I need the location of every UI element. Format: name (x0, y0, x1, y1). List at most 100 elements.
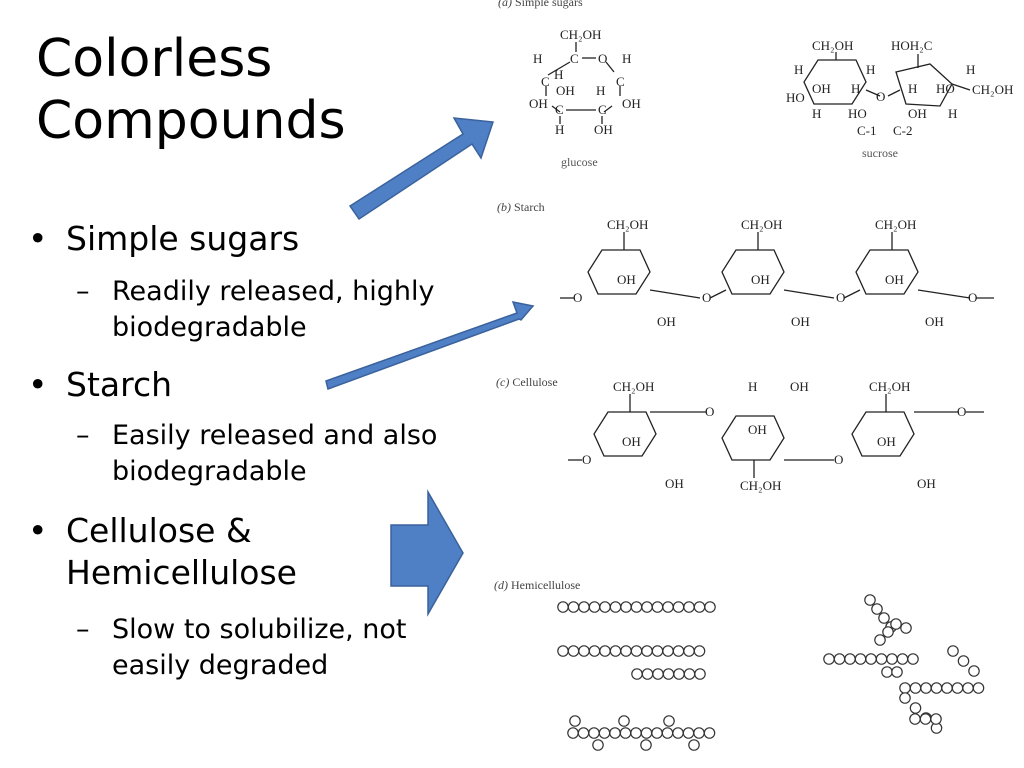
cellulose-atoms: CH₂OH CH₂OH H OH O O O O OH OH OH OH CH₂… (582, 379, 966, 493)
svg-text:CH₂OH: CH₂OH (740, 478, 781, 493)
svg-text:OH: OH (594, 122, 613, 137)
panel-b-label: (b) Starch (497, 200, 545, 214)
hemicellulose-bead (619, 727, 632, 739)
hemicellulose-bead (693, 601, 706, 613)
hemicellulose-bead (886, 653, 898, 665)
svg-text:O: O (702, 290, 711, 305)
svg-text:OH: OH (622, 96, 641, 111)
glucose-structure (545, 42, 621, 124)
hemicellulose-bead (640, 739, 652, 751)
svg-text:H: H (948, 106, 957, 121)
hemicellulose-bead (682, 727, 695, 739)
svg-text:O: O (876, 89, 885, 104)
hemicellulose-bead (588, 727, 600, 739)
svg-text:C: C (541, 74, 550, 89)
hemicellulose-bead (651, 645, 664, 657)
hemicellulose-bead (683, 668, 696, 680)
hemicellulose-bead (919, 713, 932, 725)
hemicellulose-chains (557, 594, 985, 751)
bullet-icon: • (28, 365, 48, 404)
hemicellulose-bead (620, 645, 632, 657)
hemicellulose-bead (578, 601, 590, 613)
hemicellulose-bead (662, 645, 674, 657)
hemicellulose-bead (641, 668, 654, 680)
glucose-atoms: CH₂OH C O H H C C H OH H OH OH C C H OH (529, 27, 641, 137)
hemicellulose-bead (569, 715, 581, 727)
hemicellulose-bead (567, 727, 579, 739)
hemicellulose-bead (588, 601, 601, 613)
arrow-to-cellulose (390, 489, 464, 617)
bullet-icon: • (28, 219, 48, 258)
svg-text:OH: OH (665, 476, 684, 491)
bullet-text: Cellulose & (66, 511, 252, 550)
svg-text:OH: OH (925, 314, 944, 329)
hemicellulose-bead (962, 682, 974, 694)
svg-text:O: O (573, 290, 582, 305)
hemicellulose-bead (875, 653, 888, 665)
hemicellulose-bead (891, 666, 903, 678)
hemicellulose-bead (941, 682, 953, 694)
hemicellulose-bead (567, 601, 580, 613)
hemicellulose-bead (909, 682, 922, 694)
hemicellulose-bead (951, 682, 964, 694)
hemicellulose-bead (688, 739, 700, 751)
svg-text:H: H (748, 379, 757, 394)
panel-a-label: (a) Simple sugars (498, 0, 583, 9)
svg-text:OH: OH (885, 272, 904, 287)
dash-icon: – (76, 420, 90, 451)
hemicellulose-bead (874, 634, 886, 646)
svg-text:HO: HO (936, 81, 955, 96)
hemicellulose-bead (694, 668, 706, 680)
svg-text:O: O (836, 290, 845, 305)
hemicellulose-bead (854, 653, 867, 665)
svg-text:OH: OH (791, 314, 810, 329)
sub-bullet-line: Readily released, highly (112, 276, 435, 307)
svg-text:CH₂OH: CH₂OH (613, 379, 654, 394)
svg-text:CH₂OH: CH₂OH (869, 379, 910, 394)
svg-text:H: H (851, 81, 860, 96)
svg-text:OH: OH (751, 272, 770, 287)
hemicellulose-bead (652, 668, 664, 680)
hemicellulose-bead (662, 601, 674, 613)
glucose-caption: glucose (561, 155, 598, 169)
hemicellulose-bead (640, 727, 653, 739)
hemicellulose-bead (609, 601, 622, 613)
svg-text:CH₂OH: CH₂OH (875, 217, 916, 232)
svg-text:O: O (968, 290, 977, 305)
hemicellulose-bead (909, 713, 921, 725)
hemicellulose-bead (672, 645, 685, 657)
hemicellulose-bead (972, 682, 985, 694)
hemicellulose-bead (899, 682, 911, 694)
svg-text:H: H (812, 106, 821, 121)
sucrose-structure (803, 52, 971, 107)
svg-text:OH: OH (790, 379, 809, 394)
hemicellulose-bead (620, 601, 632, 613)
sucrose-caption: sucrose (862, 146, 898, 160)
svg-text:H: H (622, 51, 631, 66)
hemicellulose-bead (630, 645, 643, 657)
bullet-text: Simple sugars (66, 219, 300, 258)
svg-text:O: O (582, 452, 591, 467)
hemicellulose-bead (592, 739, 604, 751)
hemicellulose-bead (609, 727, 621, 739)
svg-text:C: C (555, 102, 564, 117)
hemicellulose-bead (599, 601, 611, 613)
hemicellulose-bead (899, 692, 911, 704)
svg-text:CH₂OH: CH₂OH (741, 217, 782, 232)
dash-icon: – (76, 614, 90, 645)
hemicellulose-bead (661, 727, 674, 739)
svg-text:C: C (598, 102, 607, 117)
svg-text:O: O (957, 404, 966, 419)
hemicellulose-bead (641, 645, 653, 657)
hemicellulose-bead (651, 727, 663, 739)
svg-text:H: H (866, 62, 875, 77)
svg-text:H: H (794, 62, 803, 77)
svg-text:OH: OH (657, 314, 676, 329)
sub-bullet-line: biodegradable (112, 456, 307, 487)
hemicellulose-bead (557, 601, 569, 613)
svg-text:H: H (596, 83, 605, 98)
svg-text:OH: OH (917, 476, 936, 491)
hemicellulose-bead (957, 655, 970, 667)
svg-text:H: H (533, 51, 542, 66)
